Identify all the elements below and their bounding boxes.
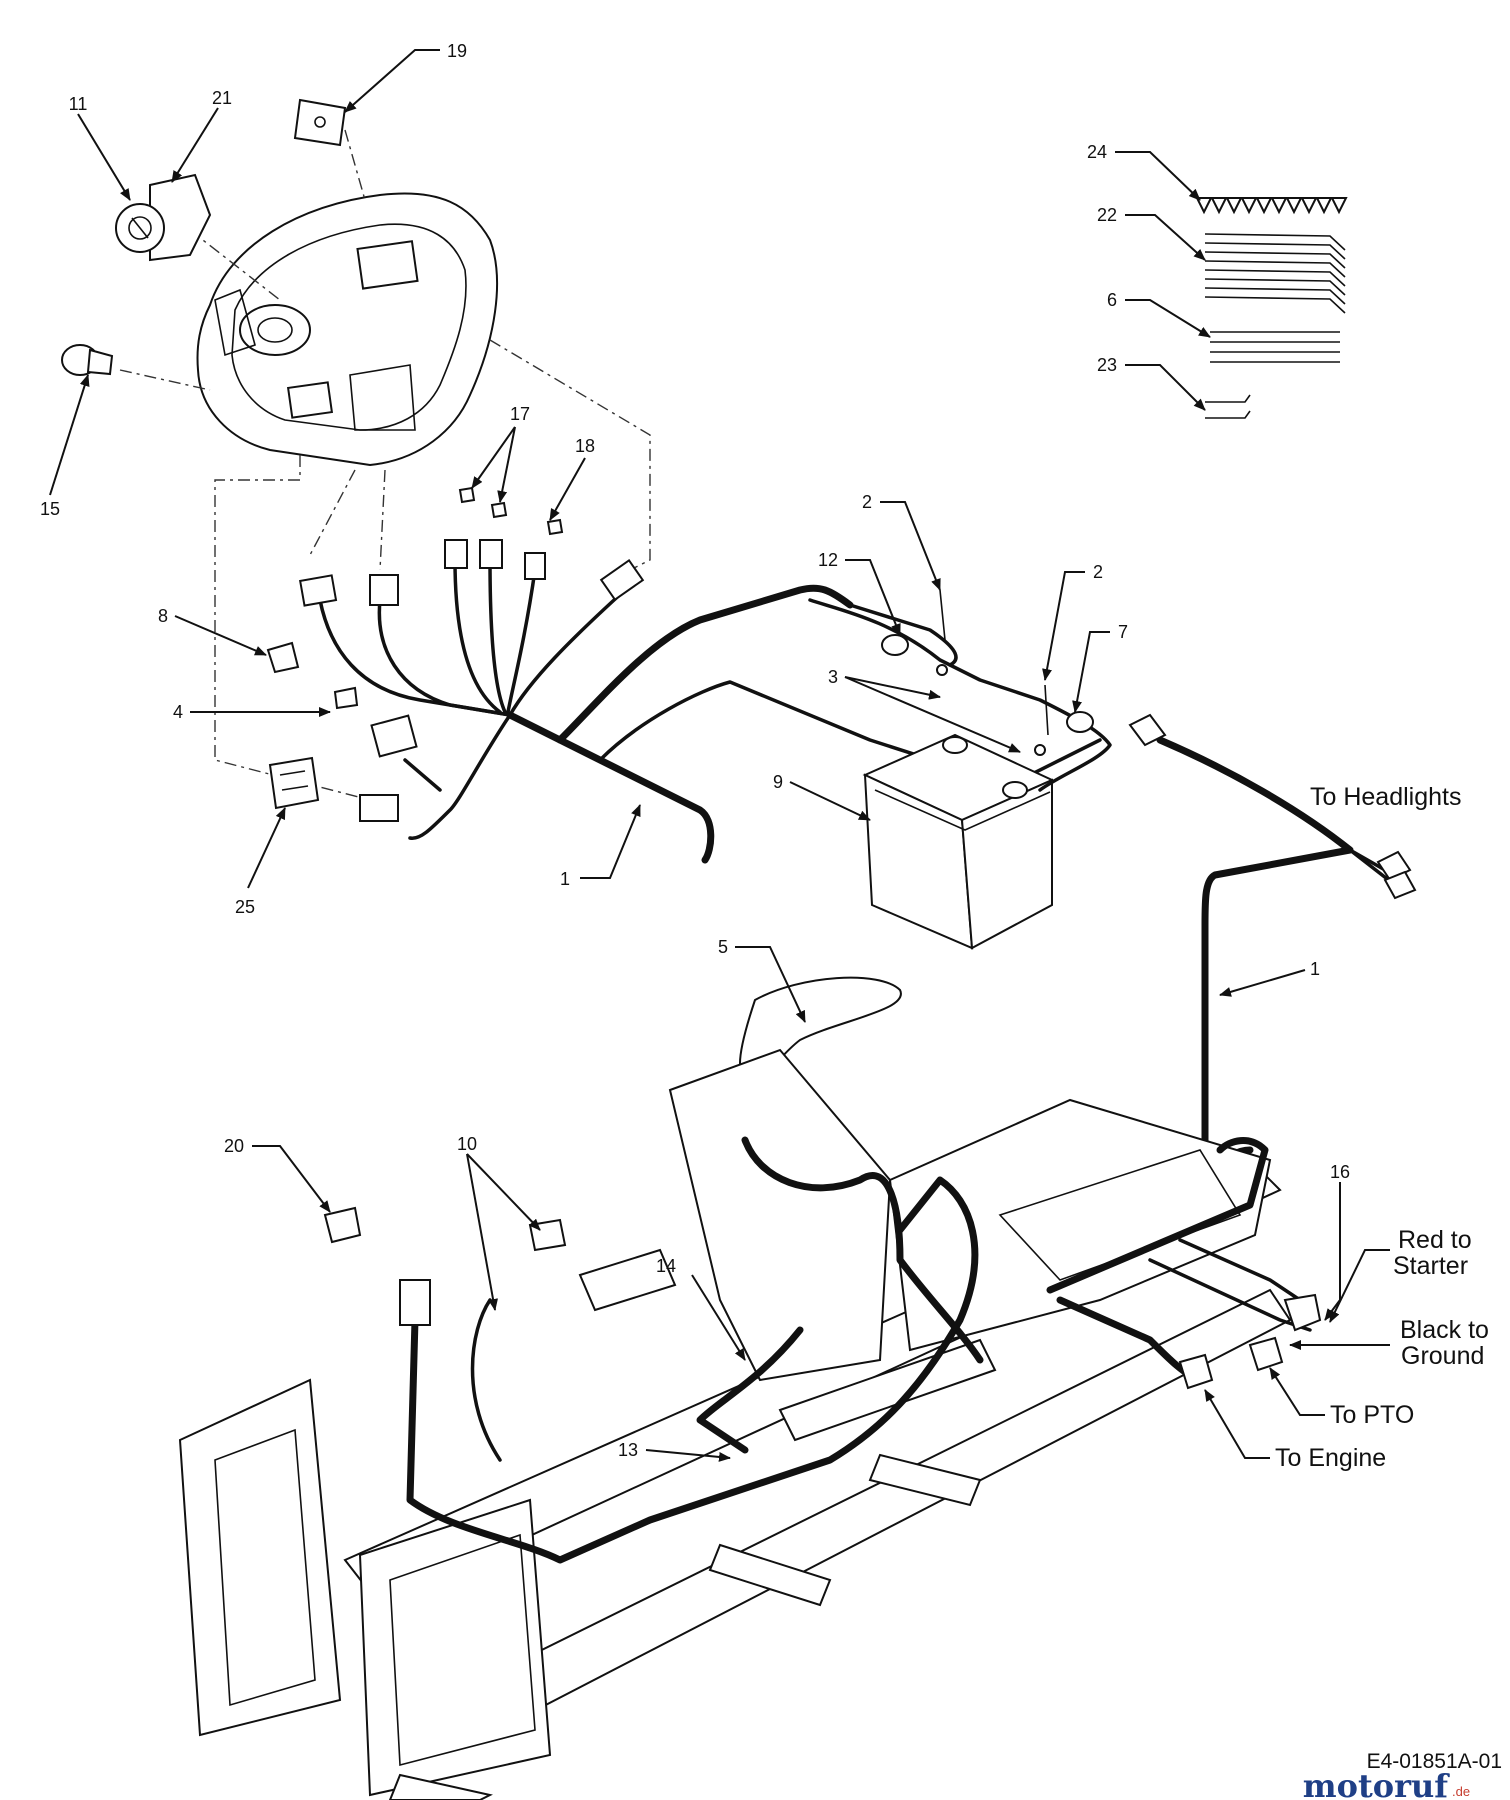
switch-25 — [268, 756, 320, 810]
upper-harness-connectors — [299, 539, 645, 822]
watermark-tld: .de — [1452, 1784, 1470, 1799]
motoruf-watermark: motoruf .de — [1303, 1767, 1470, 1800]
label-starter: Starter — [1393, 1252, 1468, 1280]
watermark-brand: motoruf — [1303, 1767, 1450, 1800]
clips-23 — [1205, 394, 1251, 419]
callout-17: 17 — [510, 404, 530, 424]
callout-1-headlight-harness: 1 — [1310, 959, 1320, 979]
callout-2-left: 2 — [862, 492, 872, 512]
callout-11: 11 — [69, 94, 88, 114]
connection-labels: To Headlights Red to Starter Black to Gr… — [1275, 783, 1489, 1472]
callout-18: 18 — [575, 436, 595, 456]
dash-console — [196, 192, 499, 467]
callout-12: 12 — [818, 550, 838, 570]
callout-9: 9 — [773, 772, 783, 792]
callout-3: 3 — [828, 667, 838, 687]
ignition-switch — [115, 173, 212, 262]
callout-1-harness: 1 — [560, 869, 570, 889]
callout-8: 8 — [158, 606, 168, 626]
label-black-to: Black to — [1400, 1316, 1489, 1344]
module-19 — [293, 98, 347, 147]
switch-8 — [266, 641, 300, 674]
label-to-pto: To PTO — [1330, 1401, 1414, 1429]
drawing-code: E4-01851A-01 — [1367, 1750, 1502, 1773]
callout-19: 19 — [447, 41, 467, 61]
callout-20: 20 — [224, 1136, 244, 1156]
callout-14: 14 — [656, 1256, 676, 1276]
callout-15: 15 — [40, 499, 60, 519]
label-to-engine: To Engine — [1275, 1444, 1386, 1472]
svg-text:motoruf: motoruf — [1303, 1767, 1450, 1800]
callout-10: 10 — [457, 1134, 477, 1154]
label-red-to: Red to — [1398, 1226, 1472, 1254]
label-ground: Ground — [1401, 1342, 1484, 1370]
callout-16: 16 — [1330, 1162, 1350, 1182]
callout-6: 6 — [1107, 290, 1117, 310]
callout-22: 22 — [1097, 205, 1117, 225]
callout-23: 23 — [1097, 355, 1117, 375]
label-to-headlights: To Headlights — [1310, 783, 1461, 811]
callout-numbers: 1 1 2 2 3 4 5 6 7 8 9 10 11 12 13 14 15 … — [40, 41, 1350, 1460]
lower-harness — [323, 1136, 1322, 1564]
push-rivets-24 — [1195, 197, 1348, 215]
callout-13: 13 — [618, 1440, 638, 1460]
battery-cables — [808, 589, 1112, 792]
callout-5: 5 — [718, 937, 728, 957]
relay-17-18 — [458, 486, 564, 536]
callout-24: 24 — [1087, 142, 1107, 162]
battery — [862, 733, 1055, 950]
switch-4 — [333, 686, 359, 710]
callout-2-right: 2 — [1093, 562, 1103, 582]
callout-21: 21 — [212, 88, 232, 108]
callout-leaders — [49, 49, 1390, 1462]
tractor-frame — [178, 1048, 1292, 1800]
callout-25: 25 — [235, 897, 255, 917]
callout-7: 7 — [1118, 622, 1128, 642]
cable-ties-6 — [1210, 331, 1340, 363]
lamp-15 — [61, 344, 114, 376]
cable-ties-22 — [1204, 233, 1346, 314]
upper-harness — [318, 558, 1102, 864]
callout-4: 4 — [173, 702, 183, 722]
